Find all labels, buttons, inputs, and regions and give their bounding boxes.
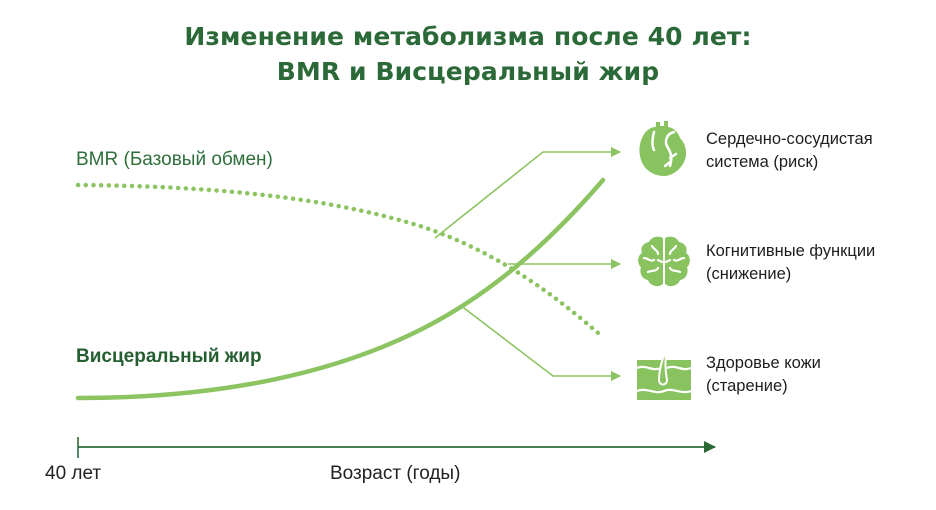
connector-skin xyxy=(459,304,621,381)
visceral-fat-curve xyxy=(75,177,606,401)
visceral-fat-label: Висцеральный жир xyxy=(76,346,262,367)
bmr-curve xyxy=(75,182,601,336)
brain-icon xyxy=(638,236,690,287)
bmr-label: BMR (Базовый обмен) xyxy=(76,149,273,170)
effect-cognitive: Когнитивные функции (снижение) xyxy=(706,240,875,286)
connector-heart xyxy=(434,147,621,239)
effect-skin-line1: Здоровье кожи xyxy=(706,354,821,372)
effect-cognitive-line1: Когнитивные функции xyxy=(706,242,876,260)
axis-start-label: 40 лет xyxy=(45,463,102,484)
effect-cardiovascular-line2: система (риск) xyxy=(706,153,819,171)
effect-cardiovascular-line1: Сердечно-сосудистая xyxy=(706,130,873,148)
title-line-2: BMR и Висцеральный жир xyxy=(276,57,660,86)
axis-title: Возраст (годы) xyxy=(330,463,461,484)
effect-cognitive-line2: (снижение) xyxy=(706,265,792,283)
effect-skin-line2: (старение) xyxy=(706,377,788,395)
heart-icon xyxy=(639,121,687,176)
effect-cardiovascular: Сердечно-сосудистая система (риск) xyxy=(706,128,873,174)
skin-icon xyxy=(636,346,692,400)
page-title: Изменение метаболизма после 40 лет: BMR … xyxy=(0,19,936,89)
effect-skin: Здоровье кожи (старение) xyxy=(706,352,821,398)
title-line-1: Изменение метаболизма после 40 лет: xyxy=(184,22,752,51)
